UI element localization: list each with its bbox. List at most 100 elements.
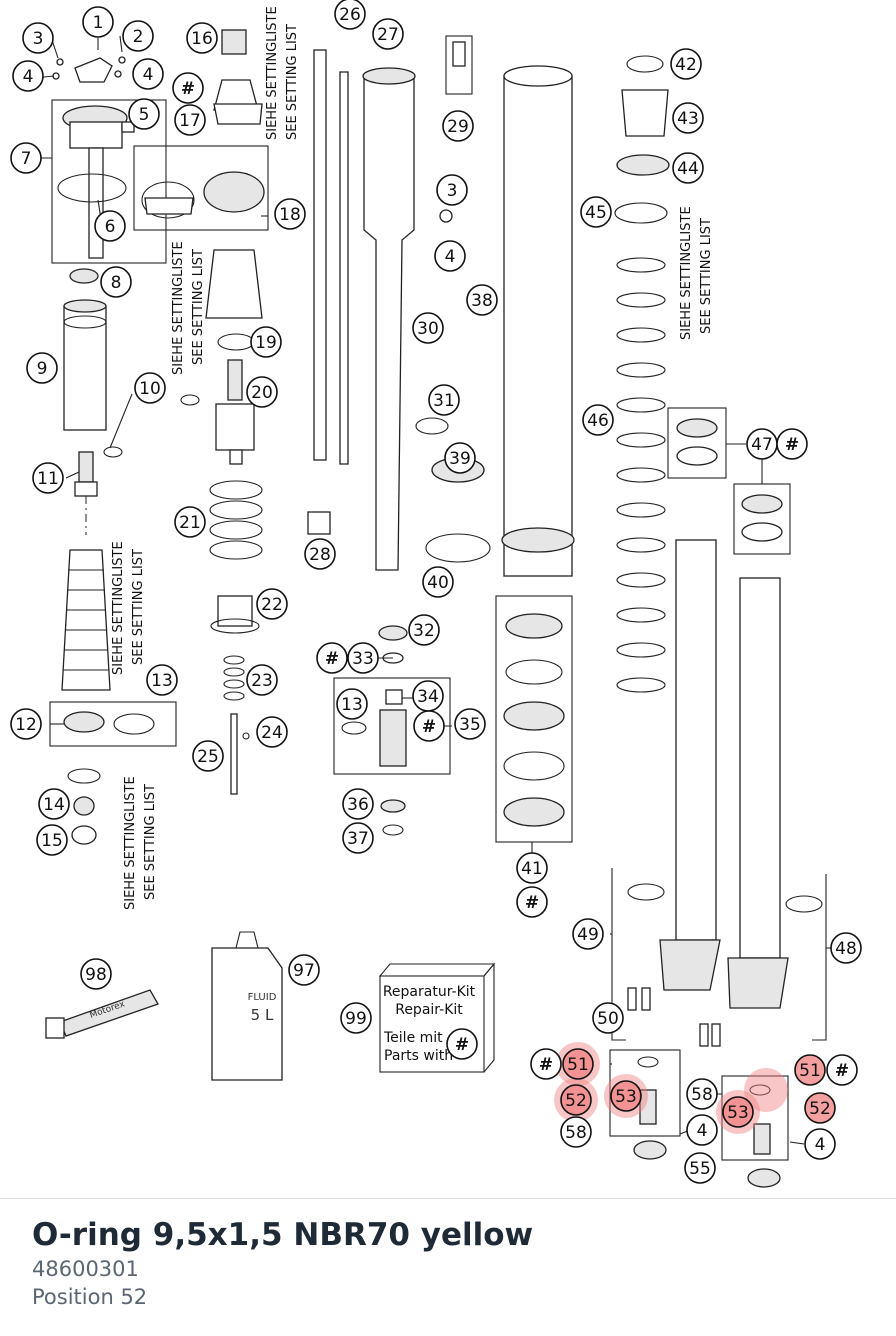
- callout-circle: [80, 958, 112, 990]
- callout-53[interactable]: 53: [722, 1096, 754, 1128]
- callout-number: 33: [352, 649, 374, 669]
- callout-number: 52: [809, 1099, 831, 1119]
- callout-28[interactable]: 28: [304, 538, 336, 570]
- callout-3[interactable]: 3: [22, 22, 54, 54]
- callout-31[interactable]: 31: [428, 384, 460, 416]
- callout-circle: [10, 142, 42, 174]
- callout-39[interactable]: 39: [444, 442, 476, 474]
- callout-23[interactable]: 23: [246, 664, 278, 696]
- callout-number: 4: [815, 1135, 826, 1155]
- callout-number: 52: [565, 1091, 587, 1111]
- callout-38[interactable]: 38: [466, 284, 498, 316]
- callout-18[interactable]: 18: [274, 198, 306, 230]
- callout-34[interactable]: 34: [412, 680, 444, 712]
- callout-number: 44: [677, 159, 699, 179]
- callout-4[interactable]: 4: [132, 58, 164, 90]
- callout-29[interactable]: 29: [442, 110, 474, 142]
- callout-circle: [172, 72, 204, 104]
- callout-number: 13: [151, 671, 173, 691]
- setting-list-de: SIEHE SETTINGLISTE: [265, 6, 280, 140]
- callout-1[interactable]: 1: [82, 6, 114, 38]
- repair-kit-marker[interactable]: #: [776, 428, 808, 460]
- callout-52[interactable]: 52: [560, 1084, 592, 1116]
- callout-46[interactable]: 46: [582, 404, 614, 436]
- callout-3[interactable]: 3: [436, 174, 468, 206]
- callout-circle: [36, 824, 68, 856]
- callout-44[interactable]: 44: [672, 152, 704, 184]
- callout-52[interactable]: 52: [804, 1092, 836, 1124]
- callout-30[interactable]: 30: [412, 312, 444, 344]
- callout-51[interactable]: 51: [794, 1054, 826, 1086]
- callout-number: #: [181, 79, 195, 99]
- callout-number: 28: [309, 545, 331, 565]
- repair-kit-marker[interactable]: #: [446, 1028, 478, 1060]
- callout-41[interactable]: 41: [516, 852, 548, 884]
- callout-circle: [22, 22, 54, 54]
- callout-32[interactable]: 32: [408, 614, 440, 646]
- callout-47[interactable]: 47: [746, 428, 778, 460]
- callout-36[interactable]: 36: [342, 788, 374, 820]
- callout-43[interactable]: 43: [672, 102, 704, 134]
- callout-51[interactable]: 51: [562, 1048, 594, 1080]
- callout-19[interactable]: 19: [250, 326, 282, 358]
- callout-4[interactable]: 4: [12, 60, 44, 92]
- callout-number: 99: [345, 1009, 367, 1029]
- callout-98[interactable]: 98: [80, 958, 112, 990]
- callout-25[interactable]: 25: [192, 740, 224, 772]
- callout-11[interactable]: 11: [32, 462, 64, 494]
- callout-13[interactable]: 13: [146, 664, 178, 696]
- callout-14[interactable]: 14: [38, 788, 70, 820]
- callout-45[interactable]: 45: [580, 196, 612, 228]
- callout-8[interactable]: 8: [100, 266, 132, 298]
- callout-27[interactable]: 27: [372, 18, 404, 50]
- callout-number: 17: [179, 111, 201, 131]
- callout-circle: [100, 266, 132, 298]
- repair-kit-marker[interactable]: #: [172, 72, 204, 104]
- repair-kit-marker[interactable]: #: [516, 886, 548, 918]
- callout-21[interactable]: 21: [174, 506, 206, 538]
- callout-22[interactable]: 22: [256, 588, 288, 620]
- callout-50[interactable]: 50: [592, 1002, 624, 1034]
- callout-26[interactable]: 26: [334, 0, 366, 30]
- callout-12[interactable]: 12: [10, 708, 42, 740]
- callout-53[interactable]: 53: [610, 1080, 642, 1112]
- callout-42[interactable]: 42: [670, 48, 702, 80]
- callout-58[interactable]: 58: [686, 1078, 718, 1110]
- callout-10[interactable]: 10: [134, 372, 166, 404]
- callout-49[interactable]: 49: [572, 918, 604, 950]
- callout-number: 51: [567, 1055, 589, 1075]
- callout-9[interactable]: 9: [26, 352, 58, 384]
- callout-99[interactable]: 99: [340, 1002, 372, 1034]
- callout-4[interactable]: 4: [804, 1128, 836, 1160]
- callout-48[interactable]: 48: [830, 932, 862, 964]
- callout-13[interactable]: 13: [336, 688, 368, 720]
- callout-7[interactable]: 7: [10, 142, 42, 174]
- callout-97[interactable]: 97: [288, 954, 320, 986]
- callout-2[interactable]: 2: [122, 20, 154, 52]
- callout-6[interactable]: 6: [94, 210, 126, 242]
- callout-33[interactable]: 33: [347, 642, 379, 674]
- repair-kit-marker[interactable]: #: [530, 1048, 562, 1080]
- callout-4[interactable]: 4: [434, 240, 466, 272]
- callout-16[interactable]: 16: [186, 22, 218, 54]
- callout-number: 35: [459, 715, 481, 735]
- callout-number: 23: [251, 671, 273, 691]
- repair-kit-marker[interactable]: #: [316, 642, 348, 674]
- callout-15[interactable]: 15: [36, 824, 68, 856]
- callout-37[interactable]: 37: [342, 822, 374, 854]
- callout-5[interactable]: 5: [128, 98, 160, 130]
- callout-55[interactable]: 55: [684, 1152, 716, 1184]
- callout-number: 16: [191, 29, 213, 49]
- callout-number: 20: [251, 383, 273, 403]
- callout-58[interactable]: 58: [560, 1116, 592, 1148]
- repair-kit-marker[interactable]: #: [826, 1054, 858, 1086]
- callout-number: 4: [23, 67, 34, 87]
- callout-40[interactable]: 40: [422, 566, 454, 598]
- callout-24[interactable]: 24: [256, 716, 288, 748]
- callout-20[interactable]: 20: [246, 376, 278, 408]
- callout-35[interactable]: 35: [454, 708, 486, 740]
- callout-circle: [274, 198, 306, 230]
- callout-4[interactable]: 4: [686, 1114, 718, 1146]
- repair-kit-marker[interactable]: #: [413, 710, 445, 742]
- callout-17[interactable]: 17: [174, 104, 206, 136]
